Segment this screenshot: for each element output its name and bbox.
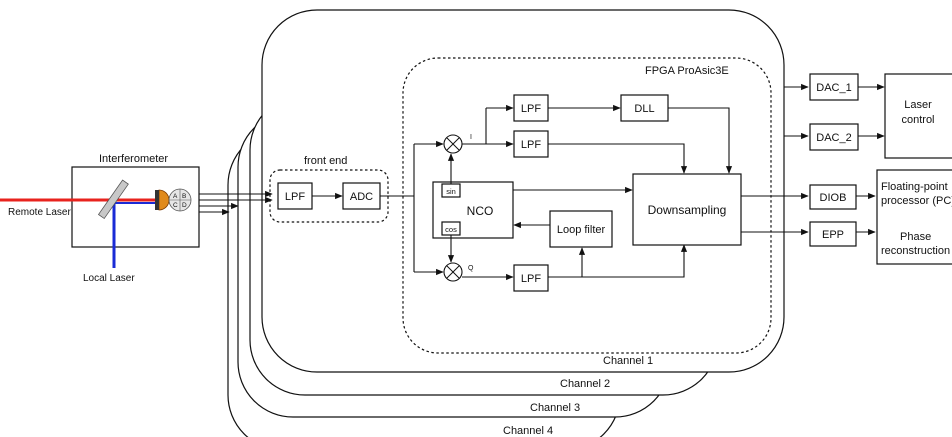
processor-box	[876, 169, 952, 265]
dll-label: DLL	[634, 103, 654, 115]
processor-label-1: Floating-point	[881, 181, 948, 193]
dac2-box	[809, 123, 859, 151]
fpga-title: FPGA ProAsic3E	[645, 65, 729, 77]
channel-1-label: Channel 1	[603, 355, 653, 367]
phase-label-2: reconstruction	[881, 245, 950, 257]
q-label: Q	[468, 265, 474, 272]
dac1-label: DAC_1	[816, 82, 851, 94]
lpf-upper-box	[513, 94, 549, 122]
beam-splitter-icon	[97, 179, 129, 220]
svg-text:C: C	[173, 202, 178, 209]
laser-control-label-2: control	[901, 114, 934, 126]
front-end-lpf-box	[277, 182, 313, 210]
adc-label: ADC	[350, 191, 373, 203]
loop-filter-label: Loop filter	[557, 224, 606, 236]
svg-text:A: A	[173, 193, 178, 200]
diob-box	[809, 184, 857, 210]
lpf-q-label: LPF	[521, 273, 541, 285]
lpf-i-label: LPF	[521, 139, 541, 151]
channel-3-label: Channel 3	[530, 402, 580, 414]
nco-label: NCO	[467, 204, 494, 218]
channel-4-label: Channel 4	[503, 425, 553, 437]
adc-box	[342, 182, 381, 210]
lpf-q-box	[513, 264, 549, 292]
phase-label-1: Phase	[900, 231, 931, 243]
channel-2-label: Channel 2	[560, 378, 610, 390]
laser-control-box	[884, 73, 952, 159]
svg-text:D: D	[182, 202, 187, 209]
svg-text:B: B	[182, 193, 186, 200]
interferometer-title: Interferometer	[99, 153, 168, 165]
cos-label: cos	[445, 225, 457, 234]
front-end-outline	[269, 169, 389, 223]
q-mixer-icon	[443, 262, 463, 282]
local-laser-label: Local Laser	[83, 273, 135, 284]
remote-laser-label: Remote Laser	[8, 207, 71, 218]
dac2-label: DAC_2	[816, 132, 851, 144]
photodetector-base	[155, 190, 159, 210]
front-end-title: front end	[304, 155, 347, 167]
diob-label: DIOB	[820, 192, 847, 204]
downsampling-label: Downsampling	[648, 203, 727, 217]
downsampling-box	[632, 173, 742, 246]
lpf-i-box	[513, 130, 549, 158]
i-mixer-icon	[443, 134, 463, 154]
fpga-outline	[402, 57, 772, 354]
i-label: I	[470, 134, 472, 141]
epp-label: EPP	[822, 229, 844, 241]
loop-filter-box	[549, 210, 613, 248]
epp-box	[809, 221, 857, 247]
quadrant-detector-icon: A B C D	[168, 188, 192, 212]
laser-control-label-1: Laser	[904, 99, 932, 111]
processor-label-2: processor (PC)	[881, 195, 952, 207]
sin-label: sin	[446, 187, 456, 196]
front-end-lpf-label: LPF	[285, 191, 305, 203]
lpf-upper-label: LPF	[521, 103, 541, 115]
